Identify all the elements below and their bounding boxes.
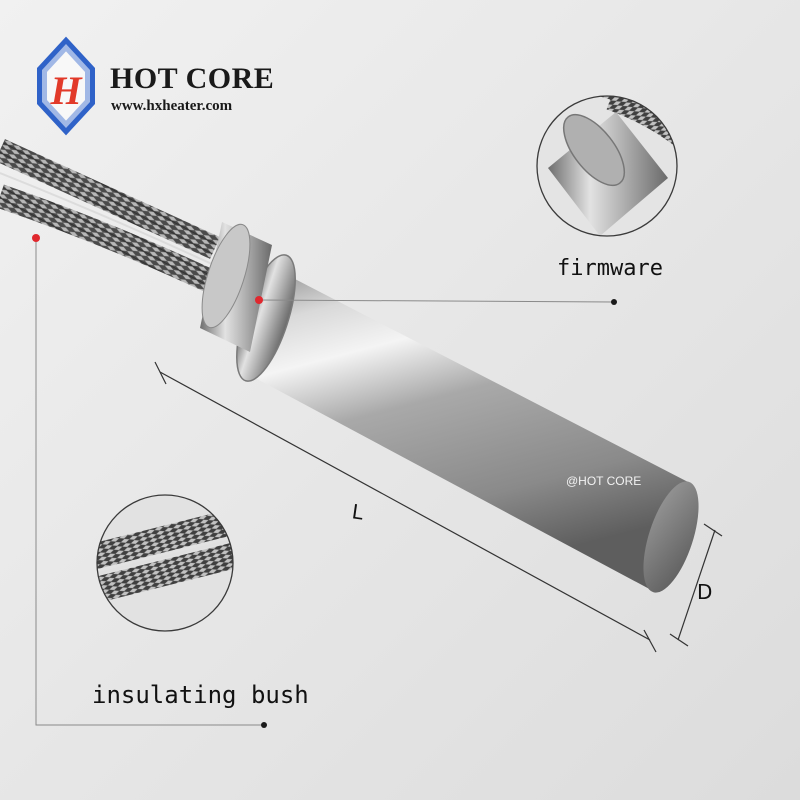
cartridge-heater <box>200 222 699 593</box>
label-diameter: D <box>697 580 713 604</box>
marker-insulating-bush <box>32 234 40 242</box>
leader-end-dot <box>261 722 267 728</box>
label-firmware: firmware <box>557 256 663 281</box>
leader-line-insulating-bush <box>35 238 264 726</box>
brand-name: HOT CORE <box>110 62 275 95</box>
leader-line-firmware <box>255 296 617 305</box>
brand-logo <box>37 36 95 136</box>
braided-lead-wires <box>0 139 220 293</box>
logo-letter: H <box>49 68 83 113</box>
dimension-diameter <box>669 523 723 647</box>
label-insulating-bush: insulating bush <box>92 681 309 709</box>
watermark: @HOT CORE <box>566 474 642 488</box>
heater-sheath <box>244 262 688 592</box>
zoom-circle-insulating-bush <box>96 494 234 632</box>
heater-end-cap <box>643 481 699 593</box>
dimension-length <box>154 361 657 653</box>
brand-url: www.hxheater.com <box>111 98 233 114</box>
